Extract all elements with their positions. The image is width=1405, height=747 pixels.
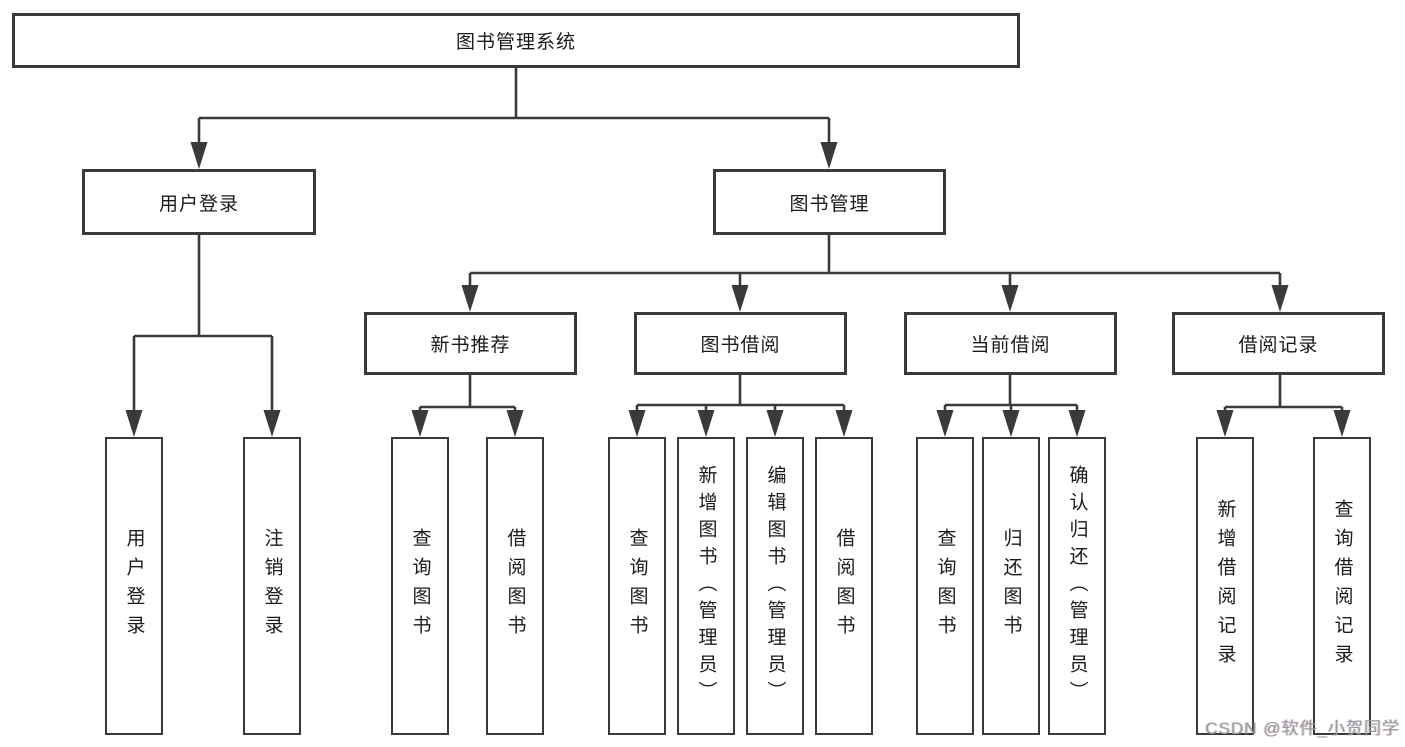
- leaf-query-books-current-label: 查询图书: [934, 528, 956, 644]
- leaf-add-books-admin-label: 新增图书（管理员）: [695, 464, 717, 708]
- node-root-label: 图书管理系统: [455, 32, 576, 53]
- arrow-to-leaf-user-login: [125, 410, 143, 437]
- arrow-to-leaf-query-books-recommend: [411, 410, 429, 437]
- arrow-to-leaf-query-borrow-record: [1333, 410, 1351, 437]
- node-root: 图书管理系统: [12, 13, 1020, 68]
- leaf-borrow-books-label: 借阅图书: [833, 528, 855, 644]
- node-user-login-label: 用户登录: [158, 193, 239, 215]
- arrow-to-borrowing-records: [1271, 285, 1289, 312]
- arrow-to-leaf-confirm-return-admin: [1068, 410, 1086, 437]
- connector-borrowing-records-children: [1223, 375, 1344, 415]
- arrow-to-leaf-edit-books-admin: [766, 410, 784, 437]
- node-book-borrowing-label: 图书借阅: [700, 335, 781, 356]
- arrow-to-leaf-add-borrow-record: [1216, 410, 1234, 437]
- leaf-user-login-label: 用户登录: [123, 528, 145, 644]
- node-new-book-recommend-label: 新书推荐: [430, 335, 511, 356]
- node-user-login: 用户登录: [82, 169, 316, 235]
- leaf-return-books-label: 归还图书: [1000, 528, 1022, 644]
- leaf-logout: 注销登录: [243, 437, 301, 735]
- node-book-management: 图书管理: [713, 169, 946, 235]
- leaf-add-books-admin: 新增图书（管理员）: [677, 437, 735, 735]
- node-book-borrowing: 图书借阅: [634, 312, 847, 375]
- leaf-edit-books-admin: 编辑图书（管理员）: [746, 437, 804, 735]
- leaf-borrow-books-recommend: 借阅图书: [486, 437, 544, 735]
- arrow-to-leaf-borrow-books-recommend: [506, 410, 524, 437]
- arrow-to-current-borrowing: [1001, 285, 1019, 312]
- connector-user-login-children: [132, 234, 274, 415]
- leaf-confirm-return-admin-label: 确认归还（管理员）: [1066, 464, 1088, 708]
- leaf-query-borrow-record: 查询借阅记录: [1313, 437, 1371, 735]
- arrow-to-leaf-add-books-admin: [697, 410, 715, 437]
- node-current-borrowing-label: 当前借阅: [970, 335, 1051, 356]
- arrow-to-leaf-query-books-borrowing: [628, 410, 646, 437]
- arrow-to-user-login: [190, 142, 208, 169]
- arrowheads: [125, 142, 1351, 437]
- leaf-logout-label: 注销登录: [261, 528, 283, 644]
- connector-current-borrowing-children: [943, 375, 1079, 415]
- leaf-add-borrow-record: 新增借阅记录: [1196, 437, 1254, 735]
- node-new-book-recommend: 新书推荐: [364, 312, 577, 375]
- leaf-borrow-books-recommend-label: 借阅图书: [504, 528, 526, 644]
- node-borrowing-records-label: 借阅记录: [1238, 335, 1319, 356]
- leaf-query-books-recommend-label: 查询图书: [409, 528, 431, 644]
- arrow-to-new-book-recommend: [461, 285, 479, 312]
- node-current-borrowing: 当前借阅: [904, 312, 1117, 375]
- leaf-query-books-borrowing-label: 查询图书: [626, 528, 648, 644]
- arrow-to-book-borrowing: [731, 285, 749, 312]
- leaf-return-books: 归还图书: [982, 437, 1040, 735]
- connector-book-borrowing-children: [635, 375, 846, 415]
- connector-new-book-children: [418, 375, 517, 415]
- leaf-add-borrow-record-label: 新增借阅记录: [1214, 499, 1236, 673]
- leaf-confirm-return-admin: 确认归还（管理员）: [1048, 437, 1106, 735]
- arrow-to-leaf-query-books-current: [936, 410, 954, 437]
- arrow-to-leaf-borrow-books: [835, 410, 853, 437]
- leaf-query-books-borrowing: 查询图书: [608, 437, 666, 735]
- node-borrowing-records: 借阅记录: [1172, 312, 1385, 375]
- leaf-query-borrow-record-label: 查询借阅记录: [1331, 499, 1353, 673]
- csdn-watermark: CSDN @软件_小贺同学: [1205, 719, 1400, 738]
- arrow-to-book-management: [820, 142, 838, 169]
- leaf-borrow-books: 借阅图书: [815, 437, 873, 735]
- arrow-to-leaf-logout: [263, 410, 281, 437]
- leaf-user-login: 用户登录: [105, 437, 163, 735]
- leaf-query-books-recommend: 查询图书: [391, 437, 449, 735]
- leaf-query-books-current: 查询图书: [916, 437, 974, 735]
- arrow-to-leaf-return-books: [1002, 410, 1020, 437]
- connector-root-to-level2: [197, 68, 831, 147]
- node-book-management-label: 图书管理: [789, 193, 870, 215]
- leaf-edit-books-admin-label: 编辑图书（管理员）: [764, 464, 786, 708]
- connector-book-management-children: [468, 234, 1282, 290]
